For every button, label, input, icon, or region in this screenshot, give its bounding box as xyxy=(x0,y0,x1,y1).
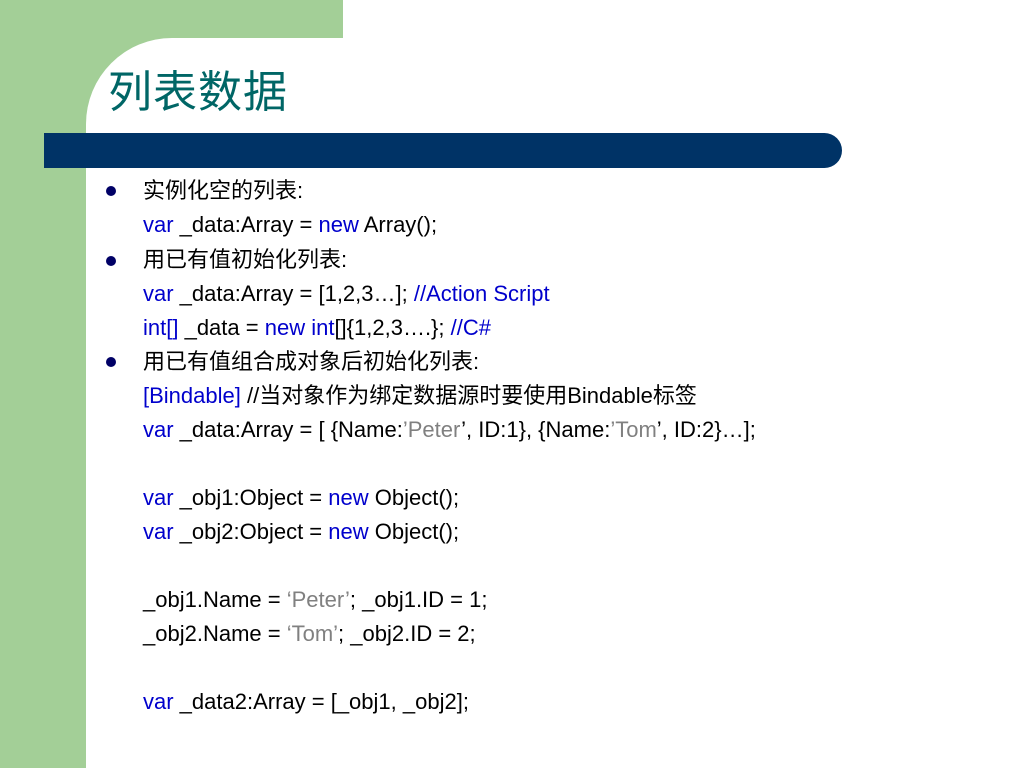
string-literal: ’Peter xyxy=(402,417,462,442)
bullet-dot xyxy=(106,357,116,367)
keyword-var: var xyxy=(143,212,174,237)
code-text: _data = xyxy=(178,315,265,340)
string-literal: ‘Tom’ xyxy=(286,621,339,646)
code-line: _obj1.Name = ‘Peter’; _obj1.ID = 1; xyxy=(143,585,487,615)
keyword-var: var xyxy=(143,281,174,306)
bullet-text-3: 用已有值组合成对象后初始化列表: xyxy=(143,349,480,374)
code-line: int[] _data = new int[]{1,2,3….}; //C# xyxy=(143,313,491,343)
code-line: var _data:Array = [1,2,3…]; //Action Scr… xyxy=(143,279,550,309)
code-text: _obj1:Object = xyxy=(173,485,329,510)
code-text: _obj1.Name = xyxy=(143,587,287,612)
code-line: var _data:Array = new Array(); xyxy=(143,210,437,240)
code-text: _obj2:Object = xyxy=(173,519,329,544)
string-literal: ‘Peter’ xyxy=(286,587,350,612)
keyword-int: int[] xyxy=(143,315,179,340)
code-text: Object(); xyxy=(368,519,460,544)
bullet-dot xyxy=(106,256,116,266)
metadata-tag: [Bindable] xyxy=(143,383,241,408)
code-text: ; _obj2.ID = 2; xyxy=(338,621,476,646)
code-text: Bindable xyxy=(567,383,653,408)
code-text: []{1,2,3….}; xyxy=(334,315,451,340)
code-text: ’, ID:2}…]; xyxy=(656,417,756,442)
code-text: Object(); xyxy=(368,485,460,510)
keyword-new: new xyxy=(328,485,369,510)
code-line: var _obj1:Object = new Object(); xyxy=(143,483,459,513)
keyword-var: var xyxy=(143,689,174,714)
keyword-new: new xyxy=(318,212,359,237)
code-line: _obj2.Name = ‘Tom’; _obj2.ID = 2; xyxy=(143,619,476,649)
code-text: _data:Array = [ {Name: xyxy=(173,417,403,442)
bullet-text-2: 用已有值初始化列表: xyxy=(143,247,348,272)
code-line: var _data2:Array = [_obj1, _obj2]; xyxy=(143,687,469,717)
code-comment: //C# xyxy=(450,315,491,340)
string-literal: ’Tom xyxy=(610,417,657,442)
code-text: 标签 xyxy=(652,383,697,408)
keyword-new-int: new int xyxy=(264,315,335,340)
keyword-var: var xyxy=(143,485,174,510)
keyword-var: var xyxy=(143,417,174,442)
page-title: 列表数据 xyxy=(108,67,288,118)
code-line: var _data:Array = [ {Name:’Peter’, ID:1}… xyxy=(143,415,756,445)
code-line: var _obj2:Object = new Object(); xyxy=(143,517,459,547)
bullet-dot xyxy=(106,186,116,196)
code-text: Array(); xyxy=(358,212,438,237)
code-comment: //当对象作为绑定数据源时要使用 xyxy=(240,383,568,408)
title-underline-bar xyxy=(44,133,842,168)
code-text: _data:Array = [1,2,3…]; xyxy=(173,281,414,306)
keyword-new: new xyxy=(328,519,369,544)
code-text: _data:Array = xyxy=(173,212,319,237)
code-text: ’, ID:1}, {Name: xyxy=(461,417,611,442)
code-line: [Bindable] //当对象作为绑定数据源时要使用Bindable标签 xyxy=(143,381,697,411)
code-text: ; _obj1.ID = 1; xyxy=(349,587,488,612)
bullet-text-1: 实例化空的列表: xyxy=(143,178,304,203)
code-comment: //Action Script xyxy=(413,281,550,306)
code-text: _data2:Array = [_obj1, _obj2]; xyxy=(173,689,469,714)
code-text: _obj2.Name = xyxy=(143,621,287,646)
keyword-var: var xyxy=(143,519,174,544)
